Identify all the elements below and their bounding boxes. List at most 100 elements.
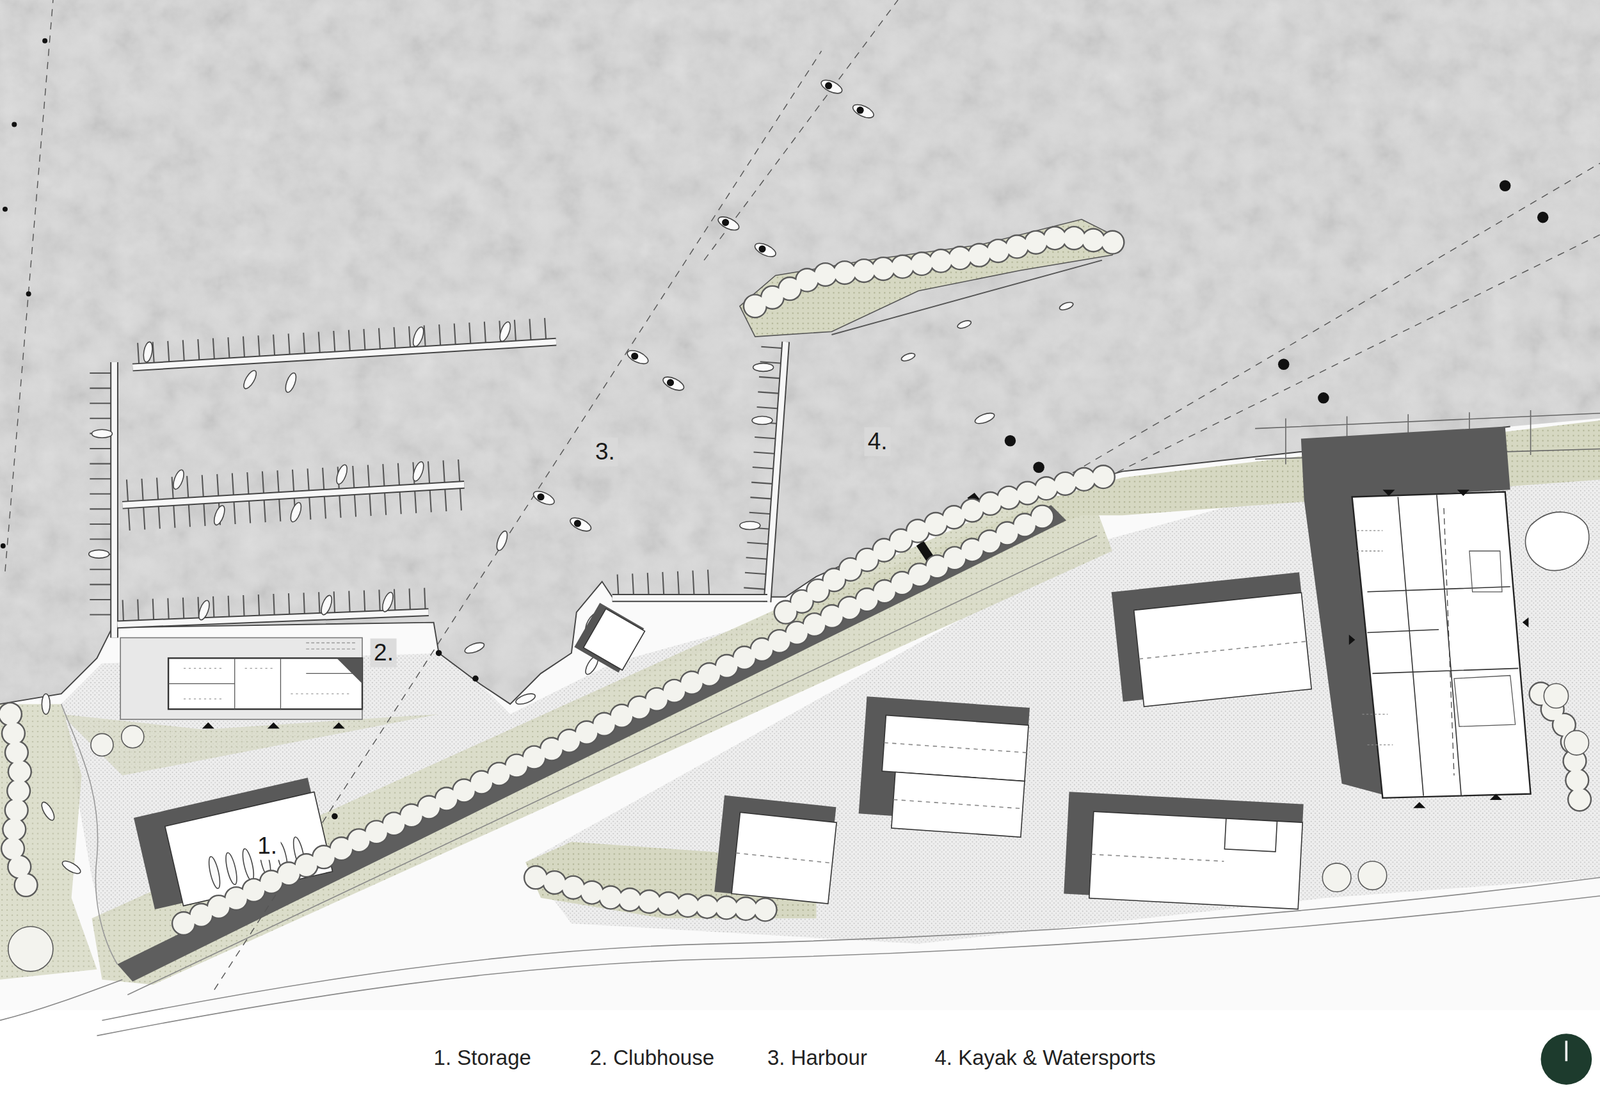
marina-piers-part [117,612,429,625]
kayak-island-part [739,219,1123,337]
road-part [117,504,1067,982]
buoys-part [824,81,832,89]
sheds-part-part [881,715,1029,782]
boats-part [752,416,773,425]
marina-piers-part [617,581,715,587]
trees-part [785,474,1123,612]
boats-part [463,640,486,656]
clubhouse-building [120,638,363,729]
boats-part [900,352,916,363]
north-arrow-part [1565,1040,1568,1062]
dashed-lines [5,0,1600,991]
dashed-lines-part [1061,163,1600,480]
trees-part [10,714,31,898]
buoys-part [851,101,877,121]
callout-number: 4. [864,427,891,457]
boats-part [241,368,259,391]
boats-part [410,325,426,348]
land-part [0,1010,1600,1102]
buoys-part [758,245,766,253]
boats-part [514,691,537,707]
boats-part [410,460,426,482]
boats-part [497,320,513,343]
dots-part [1317,392,1330,404]
marina-piers-part [612,595,768,601]
main-building-part [1367,494,1519,796]
trees-part [535,877,776,911]
dots-part [42,38,48,44]
boats-part [494,529,510,552]
grass-part [0,704,97,980]
storage-building-part-part [240,848,256,882]
legend-text: 1. Storage [433,1046,532,1070]
road-part [96,896,1600,1036]
trees-part [183,510,1056,924]
marina-piers-part [767,341,786,603]
dots-part [1278,358,1290,370]
kiosk-building-part-part [583,608,646,671]
main-building-part [1352,492,1531,799]
sheds-part-part [891,772,1025,838]
boats-part [171,468,187,491]
trees-part [535,877,776,911]
buoys-part [568,515,594,534]
buoys [531,77,877,534]
buoys-part [661,374,687,393]
sheds-part [857,696,1030,838]
dots-part [1032,461,1045,473]
main-building-part [1443,508,1455,776]
buoys-part [536,493,544,501]
marina-piers-part [612,593,768,603]
marina-piers-part [111,362,118,639]
dots-part [26,291,32,297]
main-building-part [1454,551,1516,727]
trees-part [183,510,1056,924]
buoys-part [721,218,729,226]
marina-piers-part [767,341,786,603]
storage-building-part-part [224,851,240,886]
boats-part [211,504,227,527]
road-part [101,877,1600,1021]
buoys-part [531,488,557,507]
main-building-part [1525,512,1590,571]
trees-part [755,236,1118,306]
trees-part [1564,730,1589,756]
dots-part [1004,435,1017,447]
boats-part [142,341,154,363]
clubhouse-building-part [120,638,363,720]
grass-part [61,714,440,776]
road-part [127,535,1097,996]
trees-part [10,714,31,898]
sheds-part-part [1134,592,1312,707]
boats-part [288,501,304,523]
clubhouse-building-part [305,643,358,650]
boats-part [41,693,50,715]
callout-number: 3. [592,437,619,467]
dashed-lines-part [5,0,54,572]
dots-part [1499,179,1512,192]
sheds-part-part [736,853,833,864]
trees-part [1358,861,1387,891]
boats-part [91,429,112,438]
callout-number: 1. [254,831,281,861]
buoys-part [753,240,779,260]
north-arrow-part [1541,1033,1593,1085]
marina-piers-part [117,612,429,625]
sheds-part [1063,791,1304,909]
marina-piers-part [132,341,557,368]
trees-part [8,926,54,972]
dots-part [472,675,479,683]
sheds-part [714,795,838,904]
dots-part [11,122,17,128]
sheds-part-part [731,812,837,904]
legend-text: 3. Harbour [767,1046,868,1070]
boats-part [60,858,83,877]
trees-part [785,474,1123,612]
trees [8,236,1590,972]
sheds-part [1111,572,1312,709]
sheds-part-part [1091,854,1224,862]
main-building-part [1349,489,1529,808]
sheds-part-part [1139,641,1307,659]
